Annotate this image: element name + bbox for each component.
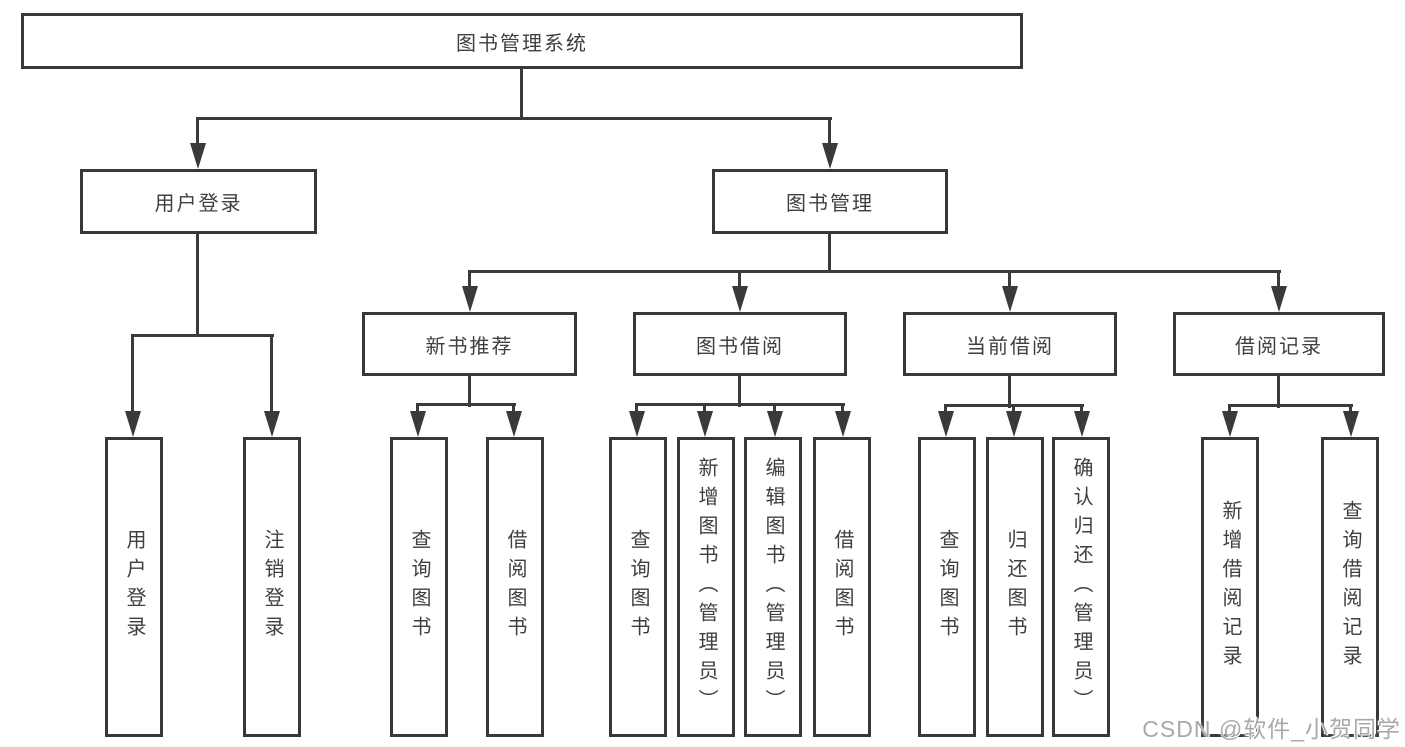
connector-drop	[1080, 404, 1083, 413]
arrow-down-icon	[835, 411, 851, 437]
csdn-watermark: CSDN @软件_小贺同学	[1142, 716, 1401, 742]
node-root-label: 图书管理系统	[456, 32, 588, 55]
leaf-cb-confirm-return-admin: 确认归还（管理员）	[1052, 437, 1110, 737]
arrow-down-icon	[506, 411, 522, 437]
leaf-bb-borrow-books: 借阅图书	[813, 437, 871, 737]
connector-borrow-records-split	[1228, 404, 1353, 407]
leaf-cb-query-books: 查询图书	[918, 437, 976, 737]
arrow-down-icon	[462, 286, 478, 312]
connector-book-borrow-split	[635, 403, 845, 406]
leaf-cb-return-books-label: 归还图书	[1004, 529, 1026, 645]
arrow-down-icon	[1002, 286, 1018, 312]
connector-current-borrow-stem	[1008, 376, 1011, 408]
connector-root-split	[196, 117, 832, 120]
connector-drop-leaf-user-login	[131, 334, 134, 413]
arrow-down-icon	[1343, 411, 1359, 437]
leaf-br-query-borrow-record: 查询借阅记录	[1321, 437, 1379, 737]
connector-drop	[512, 403, 515, 413]
node-new-book-recommend-label: 新书推荐	[425, 335, 514, 358]
connector-drop	[944, 404, 947, 413]
leaf-nb-query-books-label: 查询图书	[408, 529, 430, 645]
arrow-down-icon	[629, 411, 645, 437]
node-current-borrow: 当前借阅	[903, 312, 1117, 376]
arrow-down-icon	[1074, 411, 1090, 437]
leaf-nb-borrow-books: 借阅图书	[486, 437, 544, 737]
arrow-down-icon	[938, 411, 954, 437]
connector-book-borrow-stem	[738, 376, 741, 407]
leaf-bb-query-books-label: 查询图书	[627, 529, 649, 645]
leaf-nb-query-books: 查询图书	[390, 437, 448, 737]
node-current-borrow-label: 当前借阅	[966, 335, 1054, 358]
leaf-user-login-label: 用户登录	[123, 529, 145, 645]
arrow-down-icon	[1006, 411, 1022, 437]
connector-drop-leaf-logout	[270, 334, 273, 413]
connector-drop-book-borrow	[738, 270, 741, 288]
leaf-br-add-borrow-record: 新增借阅记录	[1201, 437, 1259, 737]
node-borrow-records-label: 借阅记录	[1235, 335, 1323, 358]
node-borrow-records: 借阅记录	[1173, 312, 1385, 376]
leaf-logout-login: 注销登录	[243, 437, 301, 737]
arrow-down-icon	[125, 411, 141, 437]
leaf-cb-return-books: 归还图书	[986, 437, 1044, 737]
connector-borrow-records-stem	[1277, 376, 1280, 408]
arrow-down-icon	[697, 411, 713, 437]
leaf-cb-query-books-label: 查询图书	[936, 529, 958, 645]
arrow-down-icon	[767, 411, 783, 437]
connector-drop-borrow-records	[1277, 270, 1280, 288]
connector-drop-new-book	[468, 270, 471, 288]
connector-root-stem	[520, 69, 523, 117]
connector-user-login-stem	[196, 234, 199, 336]
node-book-management: 图书管理	[712, 169, 948, 234]
connector-drop	[1012, 404, 1015, 413]
arrow-down-icon	[732, 286, 748, 312]
connector-drop	[703, 403, 706, 413]
leaf-bb-edit-books-admin: 编辑图书（管理员）	[744, 437, 802, 737]
node-user-login-label: 用户登录	[154, 193, 243, 215]
leaf-user-login: 用户登录	[105, 437, 163, 737]
connector-drop	[1228, 404, 1231, 413]
connector-drop	[773, 403, 776, 413]
leaf-bb-edit-books-admin-label: 编辑图书（管理员）	[762, 456, 784, 718]
leaf-nb-borrow-books-label: 借阅图书	[504, 529, 526, 645]
connector-book-management-stem	[828, 234, 831, 272]
arrow-down-icon	[410, 411, 426, 437]
leaf-cb-confirm-return-admin-label: 确认归还（管理员）	[1070, 456, 1092, 718]
node-root: 图书管理系统	[21, 13, 1023, 69]
node-book-borrow: 图书借阅	[633, 312, 847, 376]
connector-drop-user-login	[196, 117, 199, 145]
leaf-br-query-borrow-record-label: 查询借阅记录	[1339, 500, 1361, 674]
connector-drop	[635, 403, 638, 413]
connector-book-management-split	[468, 270, 1281, 273]
connector-new-book-split	[416, 403, 516, 406]
connector-drop-current-borrow	[1008, 270, 1011, 288]
arrow-down-icon	[1271, 286, 1287, 312]
arrow-down-icon	[822, 143, 838, 169]
node-user-login: 用户登录	[80, 169, 317, 234]
leaf-bb-add-books-admin: 新增图书（管理员）	[677, 437, 735, 737]
arrow-down-icon	[264, 411, 280, 437]
leaf-bb-borrow-books-label: 借阅图书	[831, 529, 853, 645]
connector-drop-book-management	[828, 117, 831, 145]
node-book-borrow-label: 图书借阅	[696, 335, 784, 358]
connector-drop	[1349, 404, 1352, 413]
connector-new-book-stem	[468, 376, 471, 407]
leaf-logout-login-label: 注销登录	[261, 529, 283, 645]
leaf-bb-add-books-admin-label: 新增图书（管理员）	[695, 456, 717, 718]
connector-drop	[416, 403, 419, 413]
arrow-down-icon	[190, 143, 206, 169]
node-new-book-recommend: 新书推荐	[362, 312, 577, 376]
leaf-br-add-borrow-record-label: 新增借阅记录	[1219, 500, 1241, 674]
connector-drop	[841, 403, 844, 413]
connector-user-login-split	[131, 334, 274, 337]
arrow-down-icon	[1222, 411, 1238, 437]
node-book-management-label: 图书管理	[786, 193, 874, 215]
leaf-bb-query-books: 查询图书	[609, 437, 667, 737]
